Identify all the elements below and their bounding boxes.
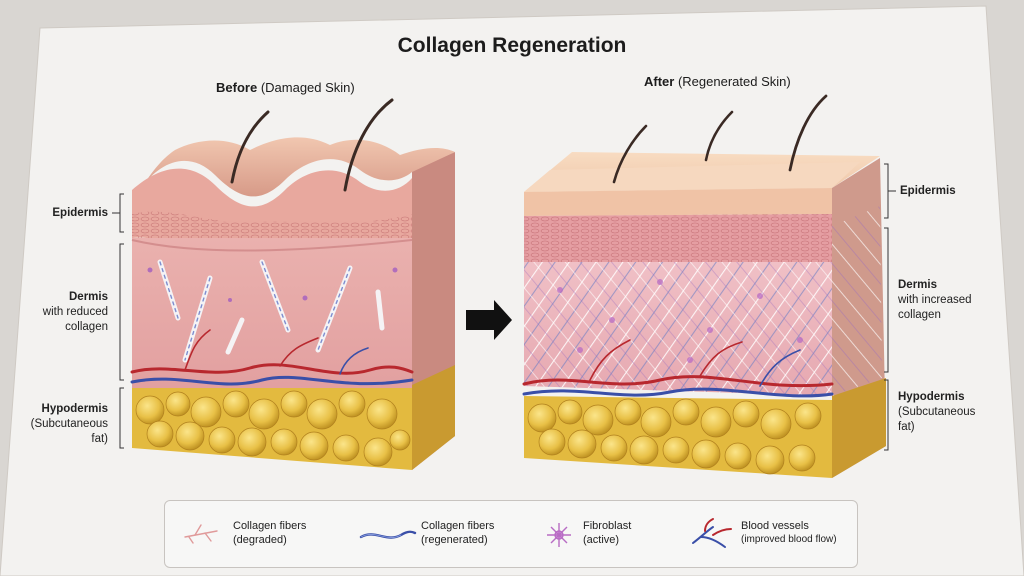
degraded-fiber-icon (184, 524, 218, 544)
label-left-dermis-sub1: with reduced (42, 306, 108, 318)
legend-fibroblast-line2: (active) (583, 534, 620, 546)
label-right-dermis-sub1: with increased (898, 294, 972, 306)
label-right-dermis-title: Dermis (898, 279, 937, 291)
legend-item-fibroblast: Fibroblast (active) (583, 519, 631, 547)
label-left-dermis-sub2: collagen (65, 321, 108, 333)
label-left-hypodermis-title: Hypodermis (41, 403, 108, 415)
label-left-dermis-title: Dermis (69, 291, 108, 303)
legend-regenerated-line2: (regenerated) (421, 534, 488, 546)
label-right-hypo-sub2: fat) (898, 421, 915, 433)
label-right-dermis-sub2: collagen (898, 309, 941, 321)
regenerated-fiber-icon (359, 530, 417, 539)
legend-item-degraded: Collagen fibers (degraded) (233, 519, 306, 547)
label-left-hypo-sub1: (Subcutaneous (30, 418, 108, 430)
fibroblast-icon (547, 523, 571, 547)
legend-fibroblast-line1: Fibroblast (583, 520, 632, 532)
diagram-title: Collagen Regeneration (397, 34, 627, 57)
label-left-dermis: Dermis with reduced collagen (20, 290, 108, 335)
legend-degraded-line1: Collagen fibers (233, 520, 307, 532)
legend-blood-line1: Blood vessels (741, 520, 809, 532)
label-left-hypodermis: Hypodermis (Subcutaneous fat) (14, 402, 108, 447)
after-heading-rest: (Regenerated Skin) (677, 74, 791, 89)
blood-vessel-icon (692, 518, 732, 548)
after-heading: After (Regenerated Skin) (644, 74, 791, 89)
label-right-hypodermis: Hypodermis (Subcutaneous fat) (898, 390, 1008, 435)
label-right-hypodermis-title: Hypodermis (898, 391, 965, 403)
before-heading-bold: Before (216, 80, 258, 95)
transition-arrow-icon (466, 300, 512, 340)
label-right-dermis: Dermis with increased collagen (898, 278, 1008, 323)
label-left-epidermis-text: Epidermis (52, 207, 108, 219)
left-skin-block (130, 98, 455, 470)
label-left-epidermis: Epidermis (40, 206, 108, 221)
after-heading-bold: After (644, 74, 675, 89)
right-brackets (884, 163, 896, 451)
legend-item-regenerated: Collagen fibers (regenerated) (421, 519, 494, 547)
legend-icons (184, 518, 732, 548)
before-heading: Before (Damaged Skin) (216, 80, 355, 95)
before-heading-rest: (Damaged Skin) (260, 80, 355, 95)
right-skin-block (522, 94, 886, 478)
label-left-hypo-sub2: fat) (91, 433, 108, 445)
legend-regenerated-line1: Collagen fibers (421, 520, 495, 532)
legend-box: Collagen fibers (degraded) Collagen fibe… (164, 500, 858, 568)
legend-blood-line2: (improved blood flow) (741, 534, 837, 545)
label-right-epidermis-text: Epidermis (900, 185, 956, 197)
label-right-hypo-sub1: (Subcutaneous (898, 406, 976, 418)
legend-item-blood-vessels: Blood vessels (improved blood flow) (741, 519, 837, 547)
label-right-epidermis: Epidermis (900, 184, 1000, 199)
left-brackets (112, 193, 124, 449)
legend-degraded-line2: (degraded) (233, 534, 287, 546)
